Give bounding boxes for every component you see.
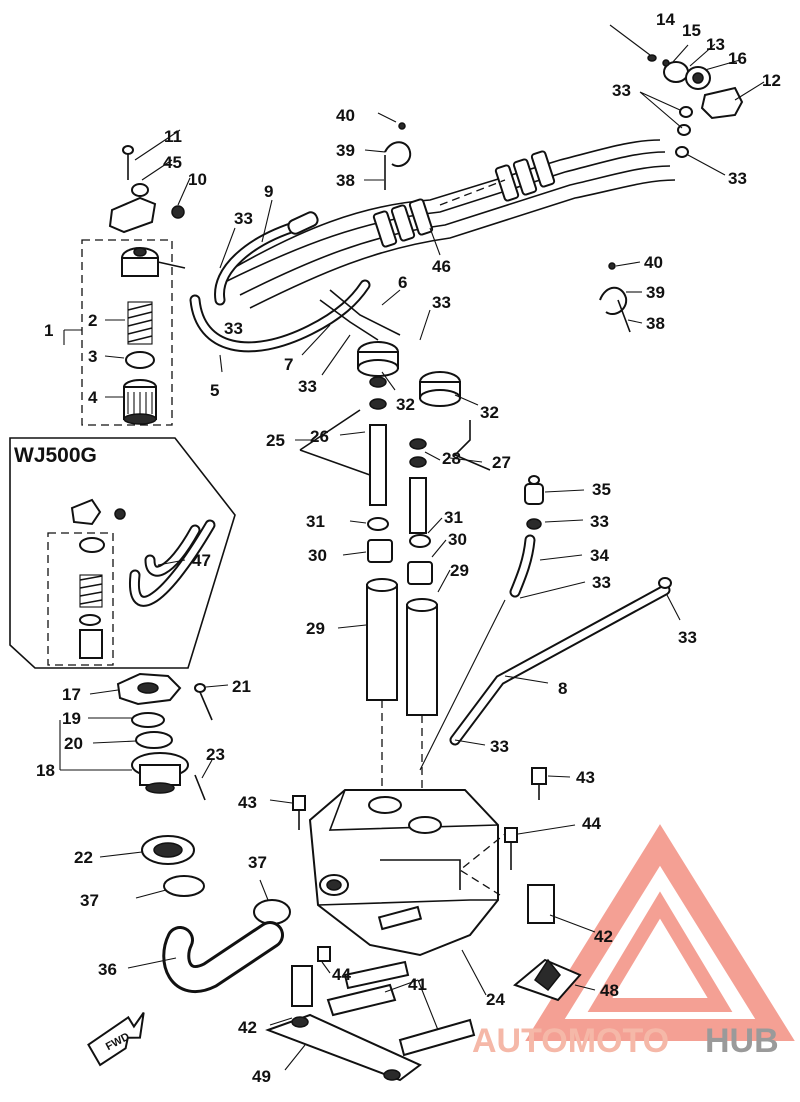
- callout-35: 35: [592, 480, 611, 499]
- callout-14: 14: [656, 10, 675, 29]
- callout-10: 10: [188, 170, 207, 189]
- callout-34: 34: [590, 546, 609, 565]
- callout-40a: 40: [336, 106, 355, 125]
- breather-pipe: [419, 577, 672, 771]
- callout-39b: 39: [646, 283, 665, 302]
- watermark-text-a: AUTOMOTO: [472, 1022, 669, 1060]
- callout-39a: 39: [336, 141, 355, 160]
- callout-48: 48: [600, 981, 619, 1000]
- filler-neck-assembly: [116, 672, 291, 993]
- callout-28: 28: [442, 449, 461, 468]
- callout-9: 9: [264, 182, 273, 201]
- callout-2: 2: [88, 311, 97, 330]
- callout-7: 7: [284, 355, 293, 374]
- callout-32b: 32: [480, 403, 499, 422]
- fuel-tank: [308, 789, 511, 957]
- fuel-cock-assembly: [81, 239, 186, 426]
- callout-33d: 33: [432, 293, 451, 312]
- callout-11: 11: [164, 127, 182, 146]
- callout-49: 49: [252, 1067, 271, 1086]
- callout-33f: 33: [592, 573, 611, 592]
- callout-23: 23: [206, 745, 225, 764]
- callout-16: 16: [728, 49, 747, 68]
- callout-46: 46: [432, 257, 451, 276]
- callout-45: 45: [163, 153, 182, 172]
- valve-bracket: [108, 145, 185, 234]
- callout-19: 19: [62, 709, 81, 728]
- wj500g-variant-inset: [9, 437, 236, 669]
- callout-47: 47: [192, 551, 211, 570]
- leader-lines: [59, 24, 765, 1071]
- callout-31b: 31: [444, 508, 463, 527]
- variant-label: WJ500G: [14, 444, 97, 467]
- callout-13: 13: [706, 35, 725, 54]
- watermark-brand: AUTOMOTO HUB: [472, 1022, 779, 1060]
- callout-6: 6: [398, 273, 407, 292]
- hose-clip-upper: [384, 122, 412, 190]
- callout-3: 3: [88, 347, 97, 366]
- tank-mounting-brackets: [265, 884, 582, 1082]
- callout-43b: 43: [238, 793, 257, 812]
- callout-37a: 37: [248, 853, 267, 872]
- callout-42b: 42: [238, 1018, 257, 1037]
- callout-33h: 33: [490, 737, 509, 756]
- callout-27: 27: [492, 453, 511, 472]
- callout-20: 20: [64, 734, 83, 753]
- callout-24: 24: [486, 990, 505, 1009]
- callout-33i: 33: [612, 81, 631, 100]
- callout-30b: 30: [448, 530, 467, 549]
- callout-33g: 33: [678, 628, 697, 647]
- callout-33b: 33: [224, 319, 243, 338]
- callout-33e: 33: [590, 512, 609, 531]
- forward-direction-arrow: FWD: [87, 1012, 145, 1067]
- callout-25: 25: [266, 431, 285, 450]
- pickup-tubes: [299, 341, 491, 815]
- hose-clip-right: [599, 262, 631, 333]
- callout-1: 1: [44, 321, 53, 340]
- callout-31a: 31: [306, 512, 325, 531]
- callout-22: 22: [74, 848, 93, 867]
- callout-18: 18: [36, 761, 55, 780]
- callout-12: 12: [762, 71, 781, 90]
- callout-32a: 32: [396, 395, 415, 414]
- callout-44b: 44: [332, 965, 351, 984]
- callout-37b: 37: [80, 891, 99, 910]
- watermark-triangle: [525, 824, 795, 1041]
- callout-33c: 33: [298, 377, 317, 396]
- callout-labels: 11 45 10 1 2 3 4 9 33 33 5 6 7 33 33 32 …: [14, 10, 781, 1086]
- callout-5: 5: [210, 381, 219, 400]
- callout-30a: 30: [308, 546, 327, 565]
- callout-8: 8: [558, 679, 567, 698]
- callout-17: 17: [62, 685, 81, 704]
- callout-33j: 33: [728, 169, 747, 188]
- spring: [127, 301, 153, 345]
- callout-43a: 43: [576, 768, 595, 787]
- callout-40b: 40: [644, 253, 663, 272]
- callout-26: 26: [310, 427, 329, 446]
- callout-44a: 44: [582, 814, 601, 833]
- callout-38b: 38: [646, 314, 665, 333]
- callout-29b: 29: [306, 619, 325, 638]
- vent-check-valve: [509, 475, 544, 598]
- callout-41: 41: [408, 975, 427, 994]
- callout-42a: 42: [594, 927, 613, 946]
- callout-4: 4: [88, 388, 98, 407]
- callout-29a: 29: [450, 561, 469, 580]
- callout-36: 36: [98, 960, 117, 979]
- watermark-text-b: HUB: [705, 1022, 779, 1060]
- callout-33a: 33: [234, 209, 253, 228]
- tank-mounting-bolts: [292, 767, 547, 962]
- callout-38a: 38: [336, 171, 355, 190]
- fuel-line-bundle: [224, 139, 676, 309]
- callout-15: 15: [682, 21, 701, 40]
- fuel-cap-vent-fittings: [647, 54, 744, 158]
- callout-21: 21: [232, 677, 251, 696]
